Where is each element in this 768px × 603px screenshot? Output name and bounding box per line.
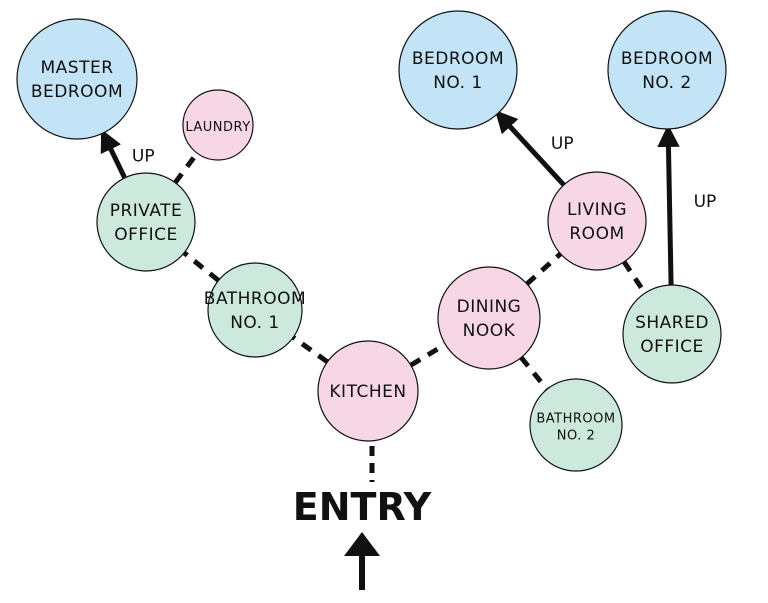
room-kitchen: KITCHEN xyxy=(317,340,419,442)
room-bubble xyxy=(182,89,254,161)
up-label: UP xyxy=(694,192,717,212)
room-bubble xyxy=(317,340,419,442)
room-bubble xyxy=(547,171,647,271)
room-bubble xyxy=(529,378,623,472)
entry-label: ENTRY xyxy=(293,485,432,529)
room-label: MASTER xyxy=(40,58,113,78)
room-bubble xyxy=(398,10,518,130)
room-label: SHARED xyxy=(635,313,709,333)
connection-living-room-to-shared-office xyxy=(622,260,647,295)
room-living-room: LIVING ROOM xyxy=(547,171,647,271)
room-bubble xyxy=(207,262,303,358)
room-dining-nook: DINING NOOK xyxy=(437,266,541,370)
connection-bathroom-1-to-private-office xyxy=(182,250,221,283)
room-label: DINING xyxy=(457,297,522,317)
connection-living-room-to-bedroom-1 xyxy=(494,110,566,187)
room-label: ROOM xyxy=(569,224,624,244)
room-label: BEDROOM xyxy=(621,49,713,69)
room-label: BATHROOM xyxy=(204,289,306,309)
room-private-office: PRIVATE OFFICE xyxy=(96,172,196,272)
room-bathroom-2: BATHROOM NO. 2 xyxy=(529,378,623,472)
entry-arrowhead xyxy=(344,532,380,556)
room-bedroom-2: BEDROOM NO. 2 xyxy=(607,10,727,130)
room-label: NO. 1 xyxy=(433,73,483,93)
room-bubble xyxy=(16,18,138,140)
room-bubble xyxy=(607,10,727,130)
connection-kitchen-to-bathroom-1 xyxy=(291,335,329,364)
room-label: BATHROOM xyxy=(536,412,615,427)
room-label: BEDROOM xyxy=(412,49,504,69)
connection-private-office-to-laundry xyxy=(173,151,200,185)
room-label: NO. 2 xyxy=(642,73,692,93)
room-bedroom-1: BEDROOM NO. 1 xyxy=(398,10,518,130)
connection-kitchen-to-dining-nook xyxy=(409,342,447,368)
room-laundry: LAUNDRY xyxy=(182,89,254,161)
up-label: UP xyxy=(551,134,574,154)
room-shared-office: SHARED OFFICE xyxy=(622,284,722,384)
connection-shared-office-to-bedroom-2 xyxy=(657,124,680,286)
room-label: NO. 2 xyxy=(557,429,595,444)
connection-private-office-to-master-bedroom xyxy=(100,128,127,179)
room-bubble xyxy=(622,284,722,384)
room-bathroom-1: BATHROOM NO. 1 xyxy=(204,262,306,358)
room-label: OFFICE xyxy=(114,225,178,245)
room-bubble xyxy=(96,172,196,272)
room-bubble xyxy=(437,266,541,370)
room-label: LAUNDRY xyxy=(185,120,250,135)
connection-dining-nook-to-bathroom-2 xyxy=(519,355,549,391)
room-label: NOOK xyxy=(463,321,516,341)
connection-dining-nook-to-living-room xyxy=(525,251,563,286)
room-label: KITCHEN xyxy=(329,382,406,402)
room-label: NO. 1 xyxy=(230,313,280,333)
room-label: OFFICE xyxy=(640,337,704,357)
room-label: BEDROOM xyxy=(31,82,123,102)
room-label: PRIVATE xyxy=(110,201,183,221)
room-label: LIVING xyxy=(567,200,627,220)
up-label: UP xyxy=(132,146,155,166)
room-master-bedroom: MASTER BEDROOM xyxy=(16,18,138,140)
